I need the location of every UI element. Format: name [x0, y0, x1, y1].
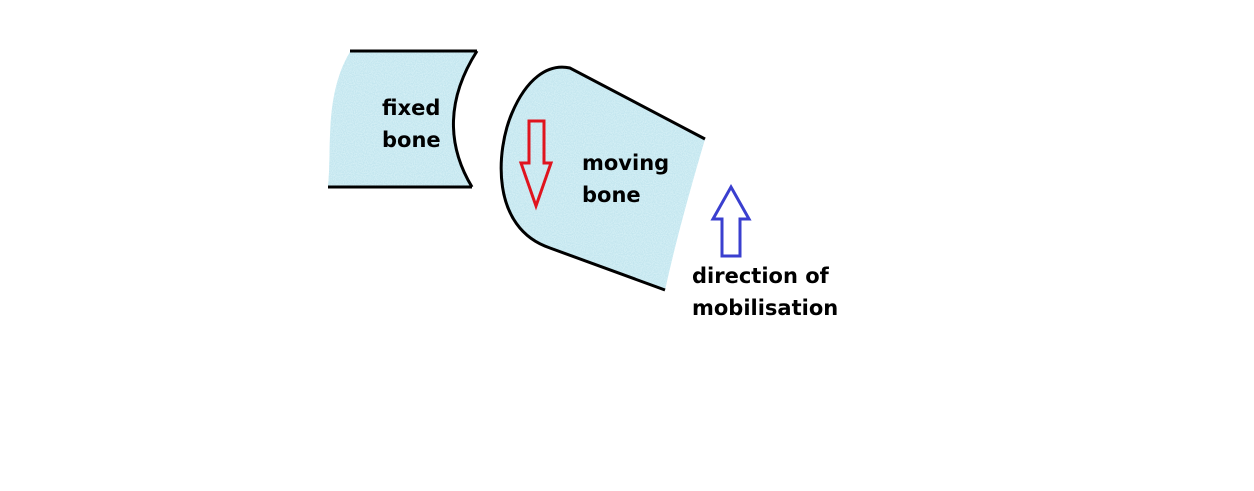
moving-bone-label-line-1: moving	[582, 151, 670, 175]
moving-bone-label: moving bone	[582, 147, 669, 211]
fixed-bone-concave-surface	[451, 50, 479, 188]
fixed-bone-texture	[328, 52, 476, 186]
moving-bone-texture	[501, 67, 705, 291]
fixed-bone-label-line-2: bone	[382, 128, 441, 152]
arrow-up-icon	[710, 183, 752, 258]
moving-bone	[499, 65, 706, 292]
fixed-bone	[328, 49, 479, 189]
direction-of-mobilisation-label: direction of mobilisation	[692, 260, 838, 324]
fixed-bone-label: fixed bone	[382, 92, 441, 156]
fixed-bone-label-line-1: fixed	[382, 96, 441, 120]
direction-label-line-1: direction of	[692, 264, 829, 288]
moving-bone-label-line-2: bone	[582, 183, 641, 207]
arrow-down-icon	[518, 119, 554, 211]
direction-label-line-2: mobilisation	[692, 296, 839, 320]
moving-bone-outline	[499, 65, 706, 292]
